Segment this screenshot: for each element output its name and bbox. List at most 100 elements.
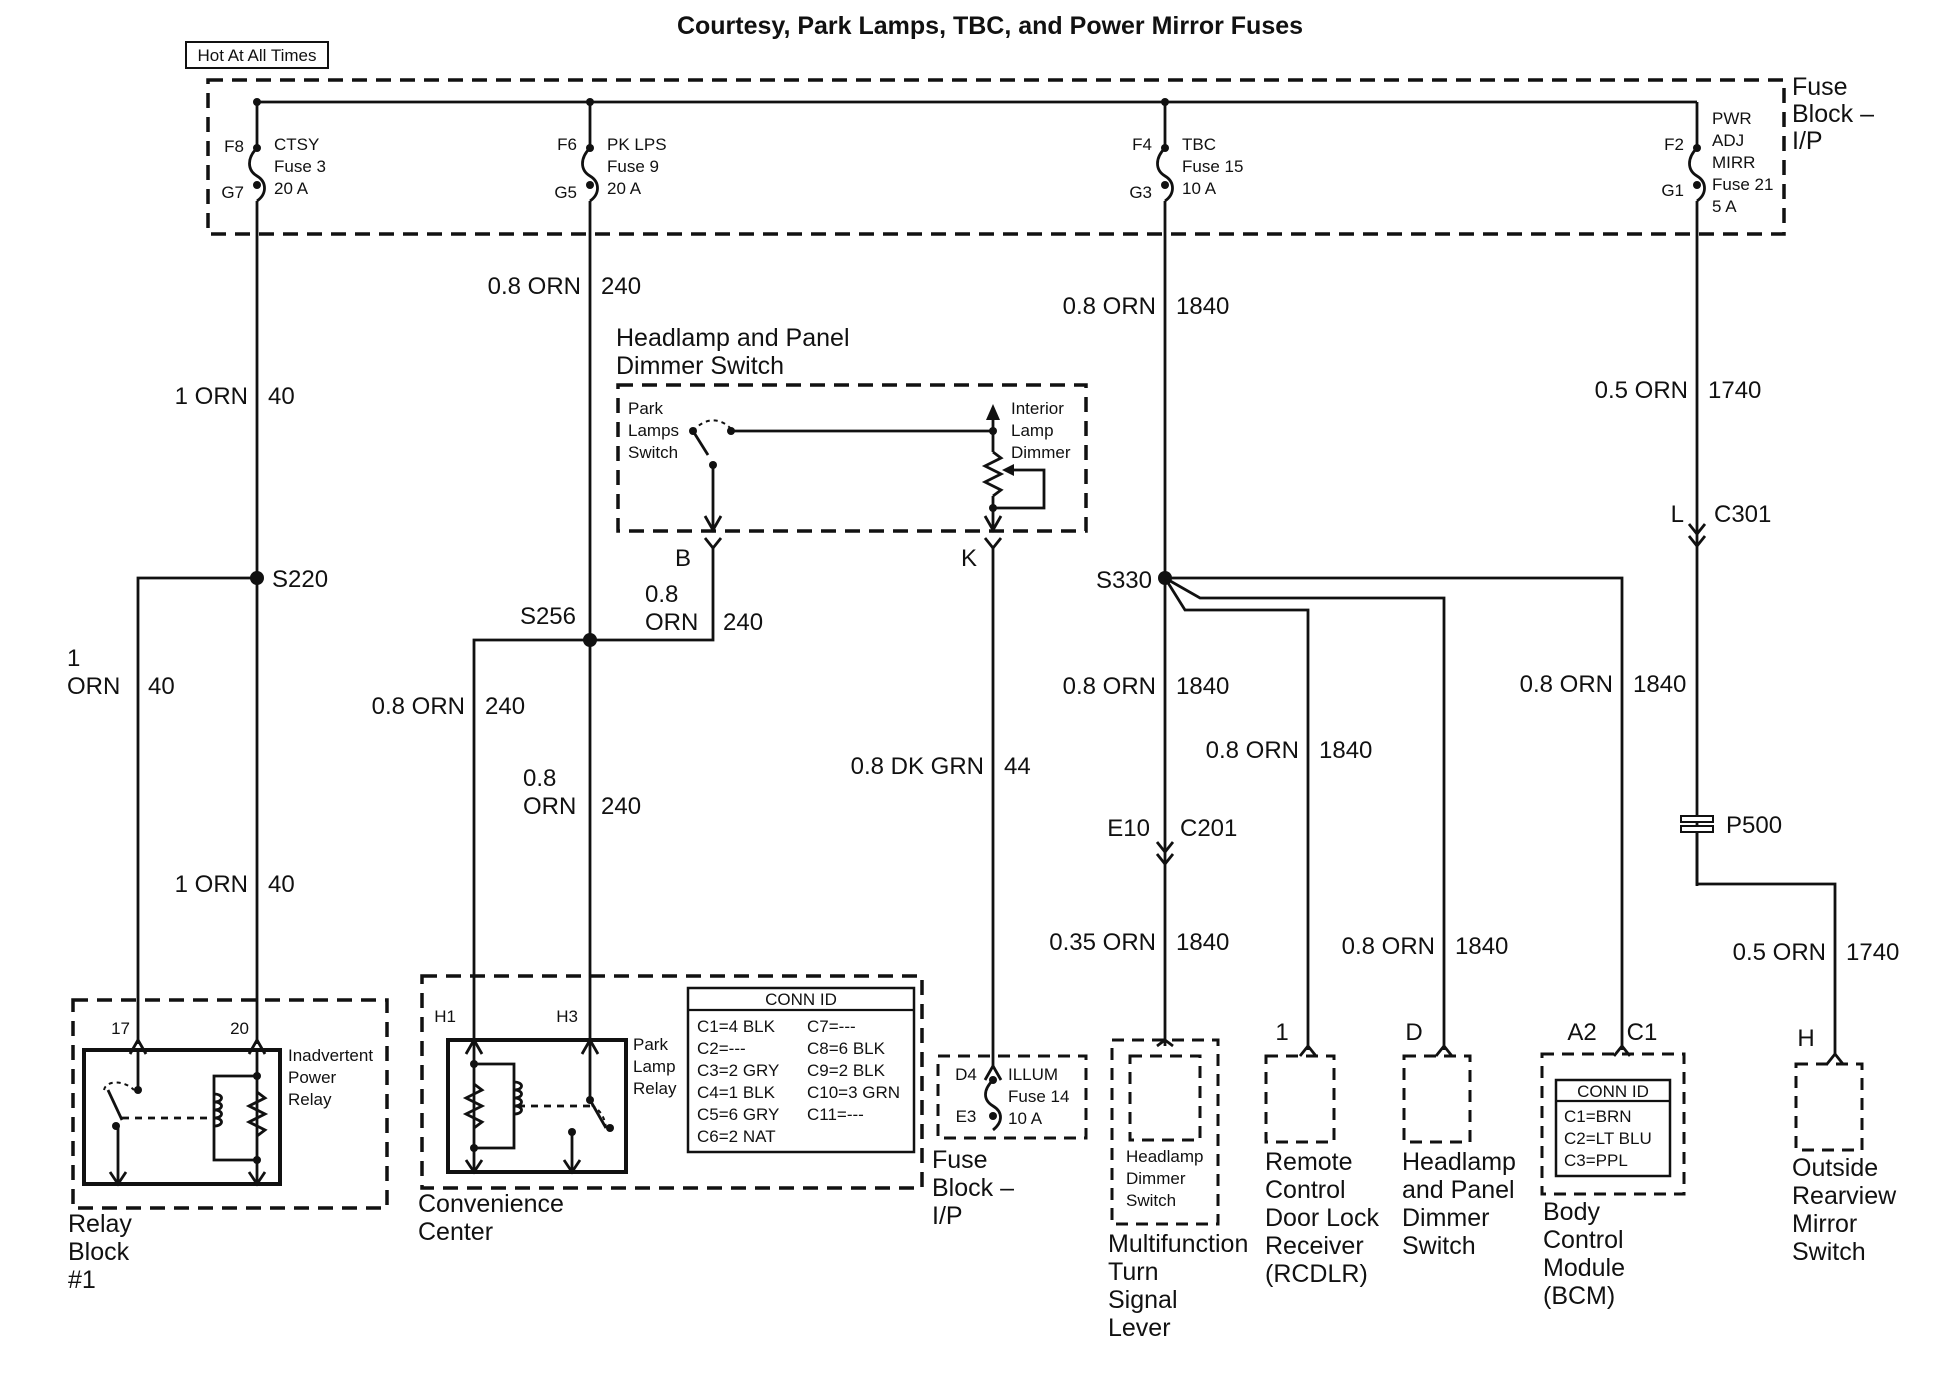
svg-text:TBC: TBC: [1182, 135, 1216, 154]
svg-text:Block: Block: [68, 1238, 130, 1266]
svg-text:Dimmer Switch: Dimmer Switch: [616, 352, 784, 380]
svg-text:Multifunction: Multifunction: [1108, 1230, 1248, 1258]
svg-text:Lamp: Lamp: [633, 1057, 676, 1076]
svg-text:C11=---: C11=---: [807, 1105, 864, 1124]
svg-text:Body: Body: [1543, 1198, 1600, 1226]
svg-text:Convenience: Convenience: [418, 1190, 564, 1218]
svg-text:Center: Center: [418, 1218, 493, 1246]
svg-text:PK LPS: PK LPS: [607, 135, 667, 154]
fuse-block-label-2: Block –: [1792, 100, 1874, 128]
svg-text:240: 240: [723, 609, 763, 636]
svg-text:H1: H1: [434, 1007, 456, 1026]
svg-text:C1=BRN: C1=BRN: [1564, 1107, 1632, 1126]
fuse-f2: F2 G1 PWR ADJ MIRR Fuse 21 5 A: [1661, 102, 1773, 216]
splice-s330-label: S330: [1096, 567, 1152, 594]
svg-text:20: 20: [230, 1019, 249, 1038]
svg-text:Switch: Switch: [1792, 1238, 1866, 1266]
svg-text:Relay: Relay: [288, 1090, 332, 1109]
svg-text:1840: 1840: [1176, 293, 1229, 320]
svg-text:Headlamp and Panel: Headlamp and Panel: [616, 324, 850, 352]
svg-text:Remote: Remote: [1265, 1148, 1353, 1176]
svg-text:Relay: Relay: [68, 1210, 132, 1238]
svg-text:#1: #1: [68, 1266, 96, 1294]
svg-text:Outside: Outside: [1792, 1154, 1878, 1182]
circuit-40: S220 1 ORN 40 1 ORN 40 1 ORN 40: [67, 201, 328, 1044]
svg-text:Control: Control: [1265, 1176, 1346, 1204]
svg-text:CONN ID: CONN ID: [1577, 1082, 1649, 1101]
svg-text:40: 40: [268, 383, 295, 410]
fuse-block-label-3: I/P: [1792, 127, 1823, 155]
svg-text:A2: A2: [1567, 1019, 1596, 1046]
svg-text:CONN ID: CONN ID: [765, 990, 837, 1009]
svg-text:G1: G1: [1661, 181, 1684, 200]
connector-c201: E10 C201: [1107, 815, 1237, 867]
svg-text:0.35 ORN: 0.35 ORN: [1049, 929, 1156, 956]
svg-text:G5: G5: [554, 183, 577, 202]
svg-text:C5=6 GRY: C5=6 GRY: [697, 1105, 779, 1124]
svg-text:C3=PPL: C3=PPL: [1564, 1151, 1628, 1170]
fuse-block-ip-top: Fuse Block – I/P: [206, 73, 1874, 236]
svg-text:PWR: PWR: [1712, 109, 1752, 128]
svg-text:C8=6 BLK: C8=6 BLK: [807, 1039, 886, 1058]
svg-text:0.8: 0.8: [645, 581, 678, 608]
svg-text:240: 240: [601, 793, 641, 820]
svg-text:Fuse 3: Fuse 3: [274, 157, 326, 176]
svg-text:44: 44: [1004, 753, 1031, 780]
svg-text:0.8 ORN: 0.8 ORN: [1063, 293, 1156, 320]
outside-rearview-mirror-switch: H Outside Rearview Mirror Switch: [1792, 1025, 1897, 1266]
fuse-block-ip-illum: D4 E3 ILLUM Fuse 14 10 A Fuse Block – I/…: [932, 1054, 1088, 1230]
svg-text:Switch: Switch: [1402, 1232, 1476, 1260]
fuse-f6: F6 G5 PK LPS Fuse 9 20 A: [554, 102, 667, 203]
svg-text:Interior: Interior: [1011, 399, 1064, 418]
svg-text:ILLUM: ILLUM: [1008, 1065, 1058, 1084]
svg-text:1840: 1840: [1176, 929, 1229, 956]
svg-text:0.8 ORN: 0.8 ORN: [488, 273, 581, 300]
svg-text:0.5 ORN: 0.5 ORN: [1595, 377, 1688, 404]
svg-text:Dimmer: Dimmer: [1011, 443, 1071, 462]
svg-text:Fuse 14: Fuse 14: [1008, 1087, 1069, 1106]
svg-text:C7=---: C7=---: [807, 1017, 856, 1036]
svg-text:Dimmer: Dimmer: [1126, 1169, 1186, 1188]
svg-text:D4: D4: [955, 1065, 977, 1084]
svg-text:ORN: ORN: [523, 793, 576, 820]
svg-text:ORN: ORN: [67, 673, 120, 700]
svg-text:Fuse 9: Fuse 9: [607, 157, 659, 176]
svg-text:Turn: Turn: [1108, 1258, 1158, 1286]
svg-text:Headlamp: Headlamp: [1126, 1147, 1204, 1166]
convenience-center: H1 H3 Park Lamp Relay CONN ID C1=4 BLK C…: [418, 974, 924, 1246]
hot-at-all-times-label: Hot At All Times: [185, 41, 329, 69]
splice-s220-label: S220: [272, 566, 328, 593]
svg-text:C1=4 BLK: C1=4 BLK: [697, 1017, 776, 1036]
svg-text:C4=1 BLK: C4=1 BLK: [697, 1083, 776, 1102]
svg-text:E10: E10: [1107, 815, 1150, 842]
svg-text:P500: P500: [1726, 812, 1782, 839]
svg-text:C301: C301: [1714, 501, 1771, 528]
svg-text:1840: 1840: [1319, 737, 1372, 764]
svg-text:ORN: ORN: [645, 609, 698, 636]
svg-text:20 A: 20 A: [607, 179, 642, 198]
body-control-module: A2 C1 CONN ID C1=BRN C2=LT BLU C3=PPL Bo…: [1540, 1019, 1686, 1310]
svg-text:20 A: 20 A: [274, 179, 309, 198]
svg-text:C2=LT BLU: C2=LT BLU: [1564, 1129, 1652, 1148]
splice-s256-dot: [583, 633, 597, 647]
svg-text:Fuse: Fuse: [932, 1146, 988, 1174]
svg-text:Dimmer: Dimmer: [1402, 1204, 1490, 1232]
svg-text:G7: G7: [221, 183, 244, 202]
svg-text:K: K: [961, 545, 977, 572]
svg-text:1: 1: [67, 645, 80, 672]
svg-text:1: 1: [1275, 1019, 1288, 1046]
svg-text:H: H: [1797, 1025, 1814, 1052]
svg-text:C201: C201: [1180, 815, 1237, 842]
svg-text:G3: G3: [1129, 183, 1152, 202]
svg-text:0.8 ORN: 0.8 ORN: [1206, 737, 1299, 764]
headlamp-panel-dimmer-switch: Headlamp and Panel Dimmer Switch Park La…: [616, 324, 1088, 533]
svg-text:Power: Power: [288, 1068, 337, 1087]
svg-text:(BCM): (BCM): [1543, 1282, 1615, 1310]
svg-text:Fuse 15: Fuse 15: [1182, 157, 1243, 176]
svg-text:ADJ: ADJ: [1712, 131, 1744, 150]
svg-text:H3: H3: [556, 1007, 578, 1026]
svg-text:L: L: [1671, 501, 1684, 528]
svg-text:(RCDLR): (RCDLR): [1265, 1260, 1368, 1288]
headlamp-panel-dimmer-switch-dest: D Headlamp and Panel Dimmer Switch: [1402, 1019, 1516, 1260]
svg-text:C3=2 GRY: C3=2 GRY: [697, 1061, 779, 1080]
